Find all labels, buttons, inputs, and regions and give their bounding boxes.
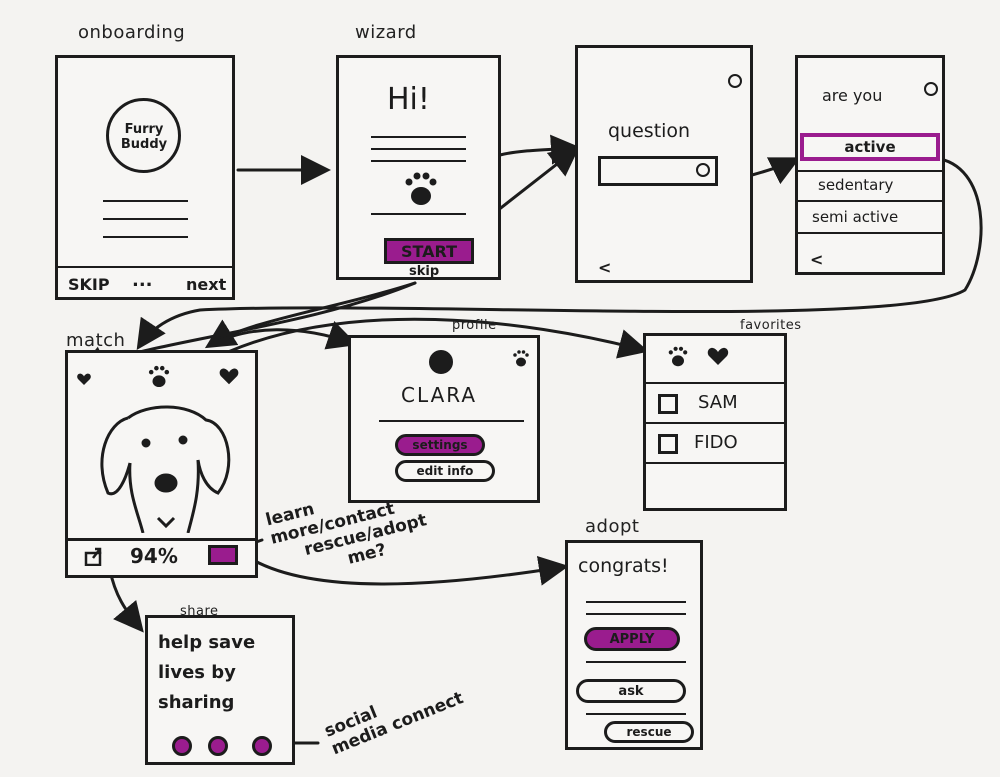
- share-text: help save: [158, 632, 256, 653]
- divider: [646, 422, 784, 424]
- favorites-screen: SAM FIDO: [643, 333, 787, 511]
- arrow-match-share: [108, 568, 144, 633]
- edit-info-button[interactable]: edit info: [395, 460, 495, 482]
- footer-divider: [58, 266, 232, 268]
- text-line: [371, 160, 466, 162]
- text-line: [103, 236, 188, 238]
- adopt-label: adopt: [585, 516, 640, 537]
- share-text: sharing: [158, 692, 235, 713]
- chevron-down-icon[interactable]: [924, 82, 938, 96]
- answer-dropdown[interactable]: [598, 156, 718, 186]
- text-line: [371, 136, 466, 138]
- divider: [586, 661, 686, 663]
- social-note: social media connect: [322, 671, 467, 759]
- option-semi-active[interactable]: semi active: [812, 208, 899, 226]
- profile-label: profile: [452, 318, 497, 333]
- option-active[interactable]: active: [800, 133, 940, 161]
- areyou-screen: are you active sedentary semi active <: [795, 55, 945, 275]
- contact-button[interactable]: [208, 545, 238, 565]
- share-icon[interactable]: [84, 546, 104, 567]
- wizard-label: wizard: [355, 22, 417, 43]
- adopt-title: congrats!: [578, 555, 669, 577]
- heart-icon[interactable]: [76, 371, 92, 387]
- wizard-screen: Hi! START skip: [336, 55, 501, 280]
- back-icon[interactable]: <: [810, 250, 824, 269]
- favorite-name: FIDO: [694, 432, 738, 453]
- share-text: lives by: [158, 662, 236, 683]
- footer-divider: [68, 538, 255, 541]
- ask-button[interactable]: ask: [576, 679, 686, 703]
- paw-icon: [401, 168, 441, 208]
- onboarding-screen: Furry Buddy SKIP ... next: [55, 55, 235, 300]
- heart-icon[interactable]: [218, 365, 240, 387]
- share-screen: help save lives by sharing: [145, 615, 295, 765]
- dog-illustration: [88, 398, 238, 534]
- logo-circle: [106, 98, 181, 173]
- profile-name: CLARA: [401, 383, 478, 407]
- text-line: [103, 218, 188, 220]
- divider: [586, 613, 686, 615]
- logo-text: Furry Buddy: [120, 122, 168, 152]
- option-sedentary[interactable]: sedentary: [818, 176, 894, 194]
- settings-button[interactable]: settings: [395, 434, 485, 456]
- arrow-wizard-question: [498, 134, 581, 165]
- social-icon[interactable]: [172, 736, 192, 756]
- paw-icon[interactable]: [666, 344, 690, 368]
- pager-dots: ...: [132, 270, 153, 291]
- text-line: [371, 213, 466, 215]
- favorite-item[interactable]: SAM: [646, 386, 784, 422]
- divider: [586, 713, 686, 715]
- areyou-title: are you: [822, 86, 883, 105]
- question-screen: question <: [575, 45, 753, 283]
- apply-button[interactable]: APPLY: [584, 627, 680, 651]
- social-icon[interactable]: [252, 736, 272, 756]
- avatar: [658, 394, 678, 414]
- arrow-question-areyou: [750, 157, 801, 185]
- adopt-screen: congrats! APPLY ask rescue: [565, 540, 703, 750]
- chevron-down-icon: [696, 163, 710, 177]
- paw-icon[interactable]: [146, 363, 172, 389]
- question-title: question: [608, 120, 691, 142]
- onboarding-label: onboarding: [78, 22, 186, 43]
- match-percent: 94%: [130, 544, 178, 568]
- skip-link[interactable]: skip: [409, 264, 440, 279]
- favorite-item[interactable]: FIDO: [646, 426, 784, 462]
- text-line: [371, 148, 466, 150]
- rescue-button[interactable]: rescue: [604, 721, 694, 743]
- divider: [379, 420, 524, 422]
- back-icon[interactable]: <: [598, 258, 612, 277]
- profile-screen: CLARA settings edit info: [348, 335, 540, 503]
- option-divider: [798, 200, 942, 202]
- greeting: Hi!: [387, 82, 430, 117]
- social-icon[interactable]: [208, 736, 228, 756]
- divider: [646, 382, 784, 384]
- next-button[interactable]: next: [186, 275, 227, 294]
- match-screen: 94%: [65, 350, 258, 578]
- avatar: [429, 350, 453, 374]
- favorite-name: SAM: [698, 392, 738, 413]
- match-label: match: [66, 330, 126, 351]
- option-divider: [798, 232, 942, 234]
- chevron-down-icon[interactable]: [728, 74, 742, 88]
- paw-icon[interactable]: [511, 348, 531, 368]
- option-divider: [798, 170, 942, 172]
- text-line: [103, 200, 188, 202]
- skip-button[interactable]: SKIP: [68, 275, 110, 294]
- divider: [586, 601, 686, 603]
- divider: [646, 462, 784, 464]
- avatar: [658, 434, 678, 454]
- favorites-label: favorites: [740, 318, 802, 333]
- heart-icon[interactable]: [706, 344, 730, 368]
- start-button[interactable]: START: [384, 238, 474, 264]
- arrow-match-profile: [208, 320, 358, 350]
